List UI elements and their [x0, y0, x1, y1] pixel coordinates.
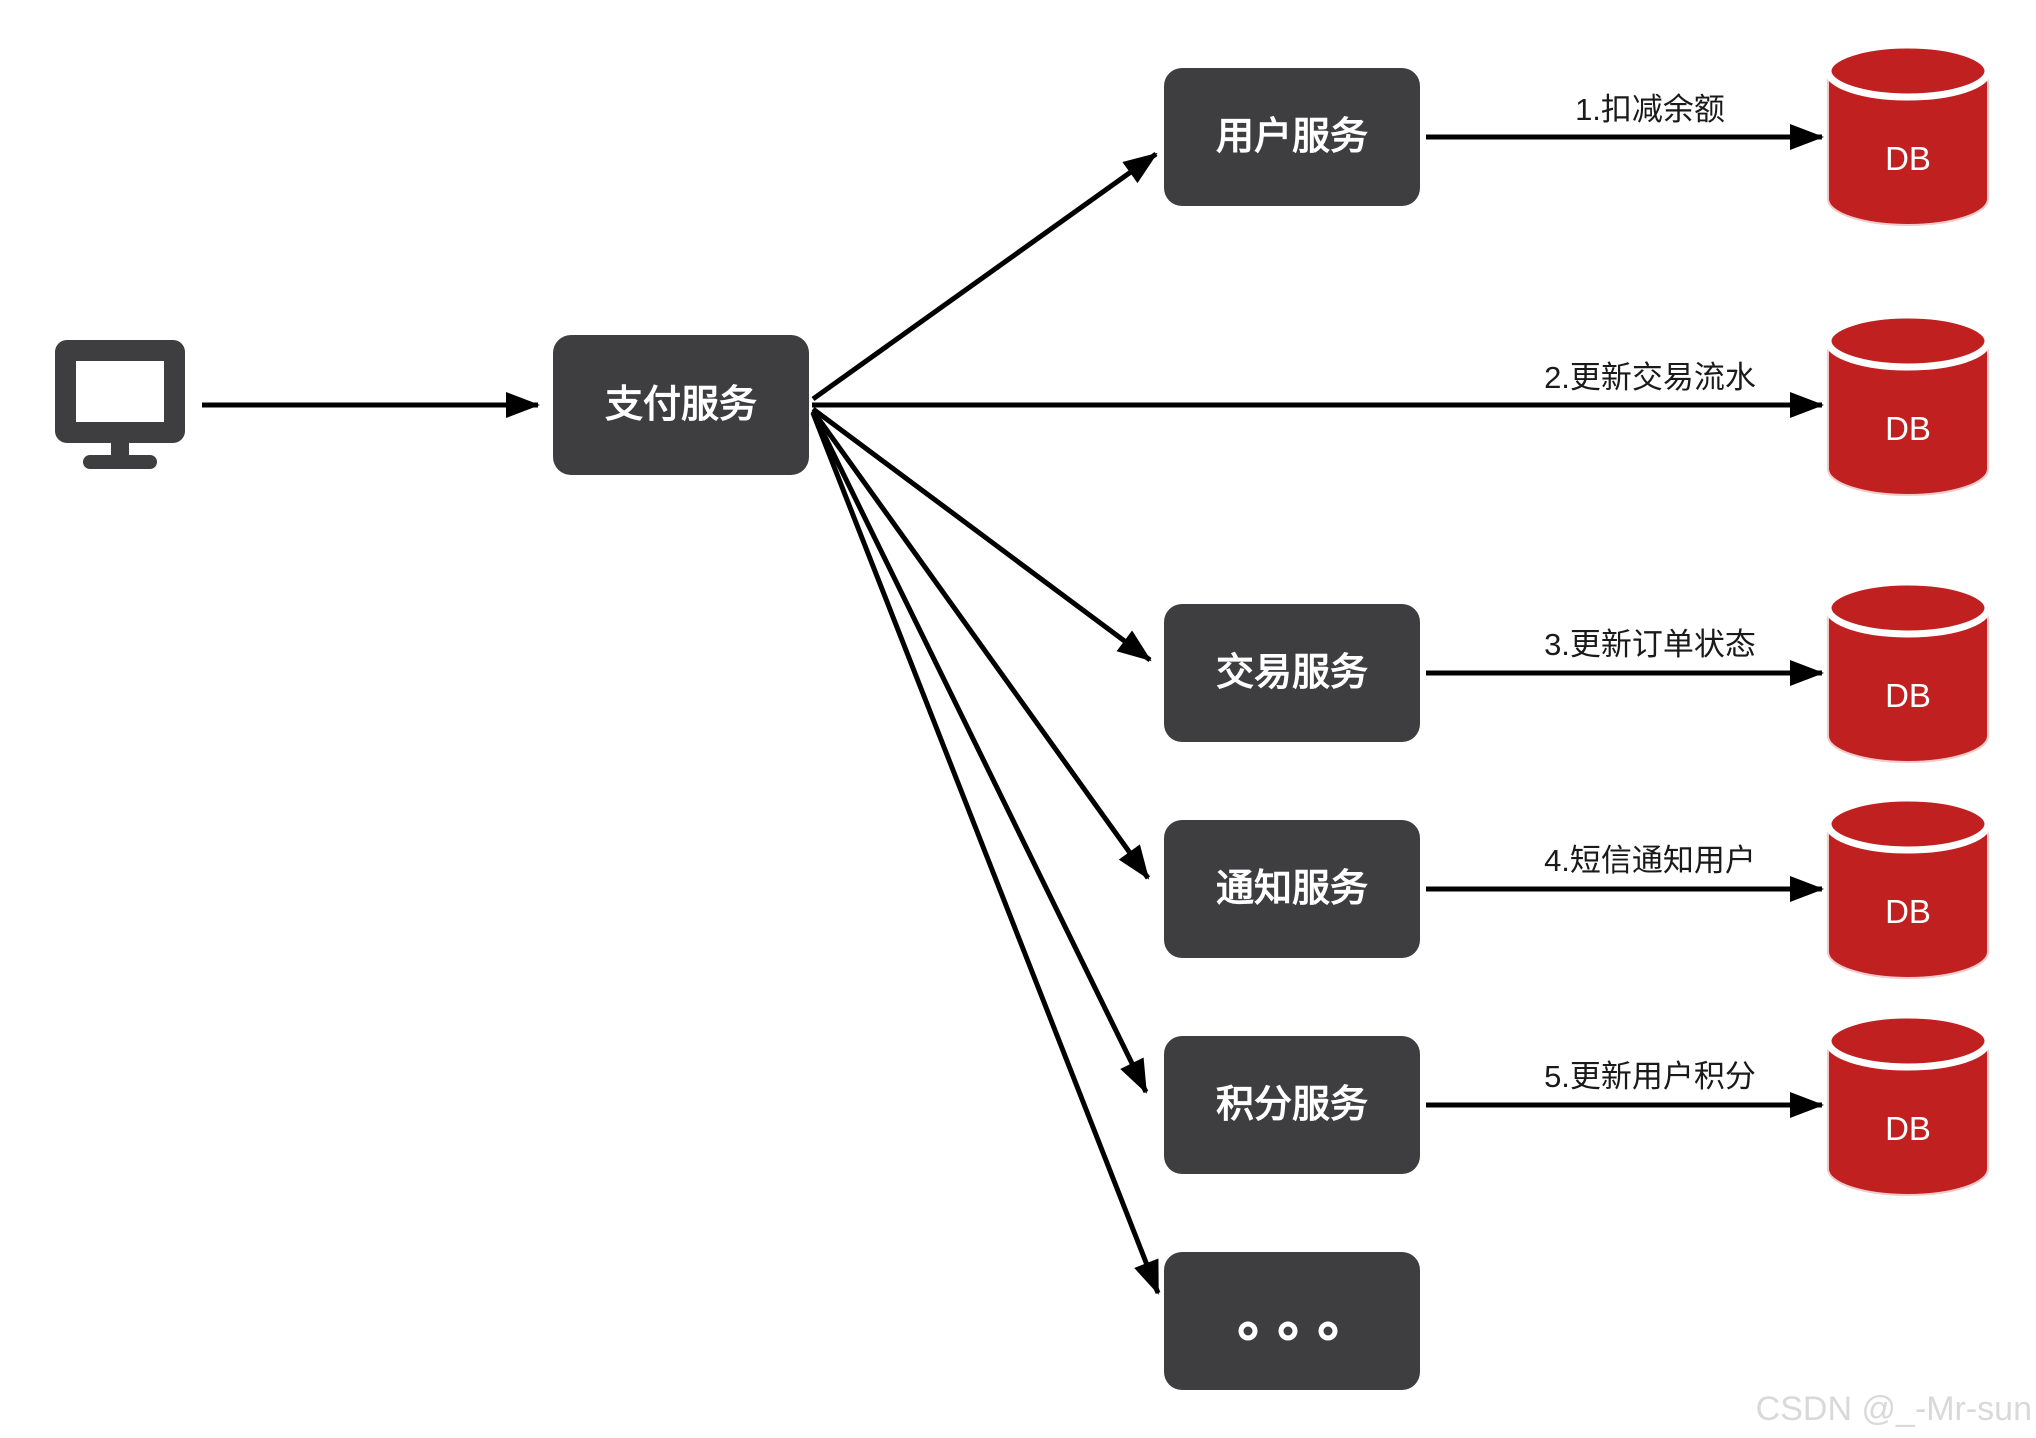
monitor-icon [55, 340, 185, 469]
arrow-payment-to-ellipsis [810, 412, 1161, 1295]
db-label-4: DB [1885, 893, 1931, 930]
arrow-payment-to-trade-service [811, 406, 1152, 663]
ellipsis-icon [1238, 1321, 1338, 1341]
trade-service-label: 交易服务 [1216, 651, 1368, 694]
points-service-box [1164, 1036, 1420, 1174]
database-icon-1: DB [1824, 41, 1992, 226]
notify-service-box [1164, 820, 1420, 958]
trade-service-node: 交易服务 [1164, 604, 1420, 742]
user-service-label: 用户服务 [1216, 116, 1368, 158]
user-service-box [1164, 68, 1420, 206]
notify-service-label: 通知服务 [1216, 868, 1368, 910]
flow-label-2: 2.更新交易流水 [1544, 360, 1756, 395]
flow-label-3: 3.更新订单状态 [1544, 627, 1756, 662]
trade-service-box [1164, 604, 1420, 742]
arrow-payment-to-user-service [811, 151, 1158, 402]
arrow-payment-to-points-service [810, 410, 1149, 1094]
more-services-node [1164, 1252, 1420, 1390]
points-service-label: 积分服务 [1216, 1084, 1368, 1126]
flow-label-1: 1.扣减余额 [1575, 92, 1725, 127]
more-services-box [1164, 1252, 1420, 1390]
user-service-node: 用户服务 [1164, 68, 1420, 206]
monitor-screen [76, 361, 164, 422]
database-icon-4: DB [1824, 794, 1992, 979]
payment-service-box [553, 335, 809, 475]
payment-service-label: 支付服务 [605, 384, 757, 426]
arrow-payment-to-notify-service [810, 409, 1151, 880]
db-label-1: DB [1885, 140, 1931, 177]
database-icon-5: DB [1824, 1011, 1992, 1196]
monitor-base [83, 455, 157, 469]
payment-service-node: 支付服务 [553, 335, 809, 475]
flow-label-5: 5.更新用户积分 [1544, 1059, 1756, 1094]
db-label-3: DB [1885, 677, 1931, 714]
db-label-5: DB [1885, 1110, 1931, 1147]
points-service-node: 积分服务 [1164, 1036, 1420, 1174]
db-label-2: DB [1885, 410, 1931, 447]
database-icon-3: DB [1824, 578, 1992, 763]
database-icon-2: DB [1824, 311, 1992, 496]
watermark-text: CSDN @_-Mr-sun [1756, 1390, 2032, 1428]
notify-service-node: 通知服务 [1164, 820, 1420, 958]
flow-label-4: 4.短信通知用户 [1544, 843, 1756, 878]
